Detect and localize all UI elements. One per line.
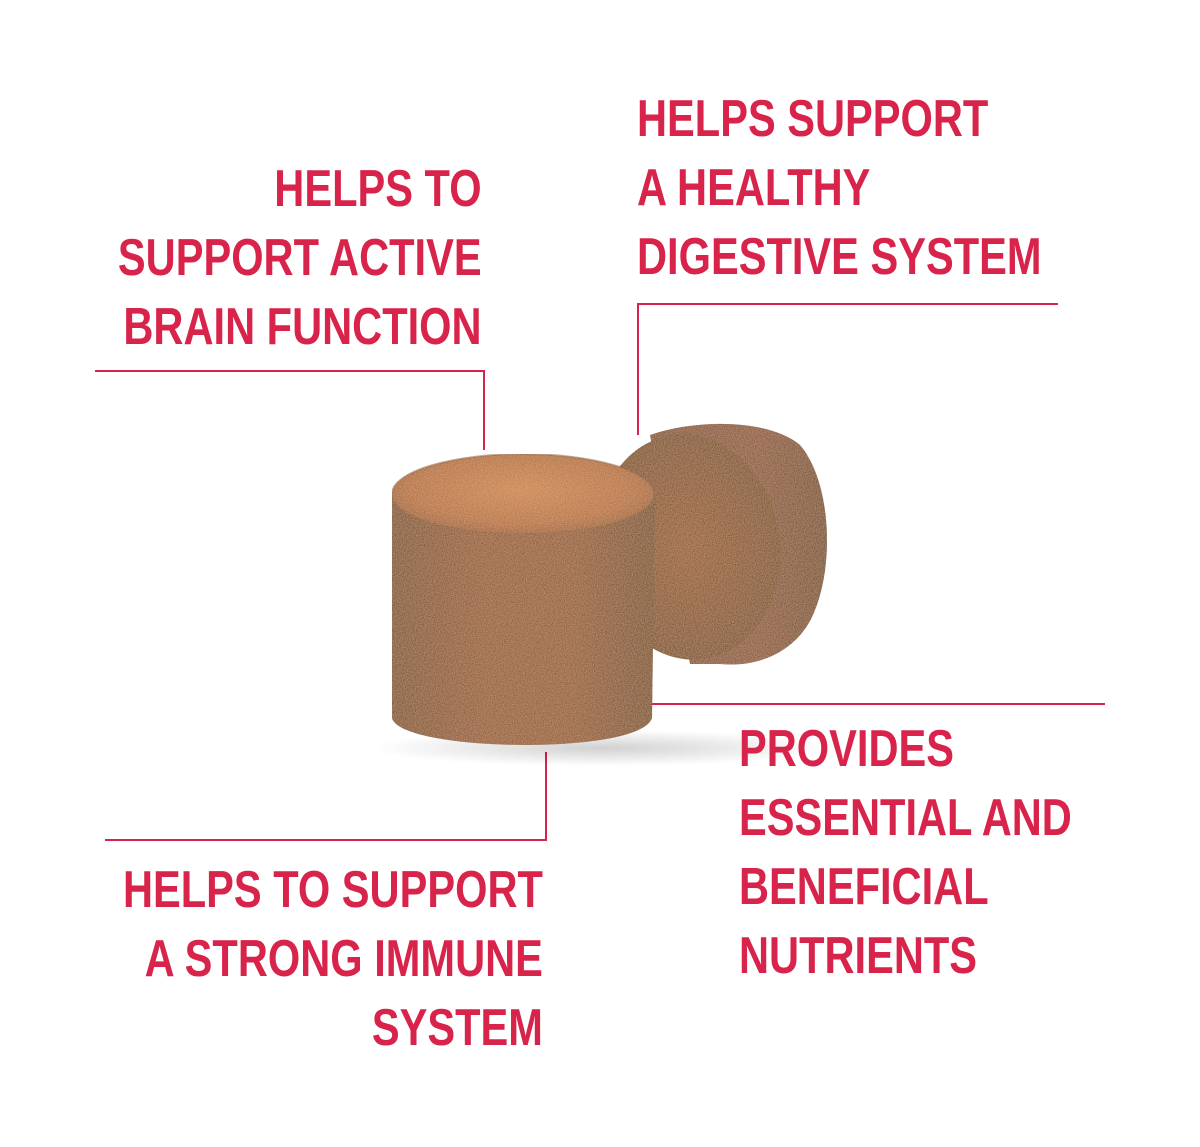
benefit-nutrients-line-4: NUTRIENTS [739, 927, 978, 985]
benefit-immune-line-3: SYSTEM [371, 999, 543, 1057]
benefit-immune-line-1: HELPS TO SUPPORT [123, 861, 543, 919]
benefit-immune-line-2: A STRONG IMMUNE [144, 930, 543, 988]
connector-lines [95, 303, 1105, 841]
benefit-digestive-line-3: DIGESTIVE SYSTEM [637, 228, 1042, 286]
benefit-brain-line-2: SUPPORT ACTIVE [118, 229, 482, 287]
benefit-digestive-system: HELPS SUPPORT A HEALTHY DIGESTIVE SYSTEM [637, 85, 1042, 292]
benefit-nutrients-line-1: PROVIDES [739, 720, 954, 778]
connector-digestive [637, 303, 1058, 435]
connector-brain [95, 370, 485, 450]
benefit-brain-line-1: HELPS TO [274, 160, 482, 218]
benefit-brain-line-3: BRAIN FUNCTION [123, 298, 483, 356]
connector-immune [105, 752, 547, 841]
benefit-nutrients: PROVIDES ESSENTIAL AND BENEFICIAL NUTRIE… [739, 715, 1072, 991]
benefit-brain-function: HELPS TO SUPPORT ACTIVE BRAIN FUNCTION [118, 155, 482, 362]
benefit-nutrients-line-3: BENEFICIAL [739, 858, 989, 916]
benefit-nutrients-line-2: ESSENTIAL AND [739, 789, 1072, 847]
benefit-immune-system: HELPS TO SUPPORT A STRONG IMMUNE SYSTEM [123, 856, 543, 1063]
chew-front [391, 453, 655, 746]
benefit-digestive-line-2: A HEALTHY [637, 159, 871, 217]
benefit-digestive-line-1: HELPS SUPPORT [637, 90, 989, 148]
